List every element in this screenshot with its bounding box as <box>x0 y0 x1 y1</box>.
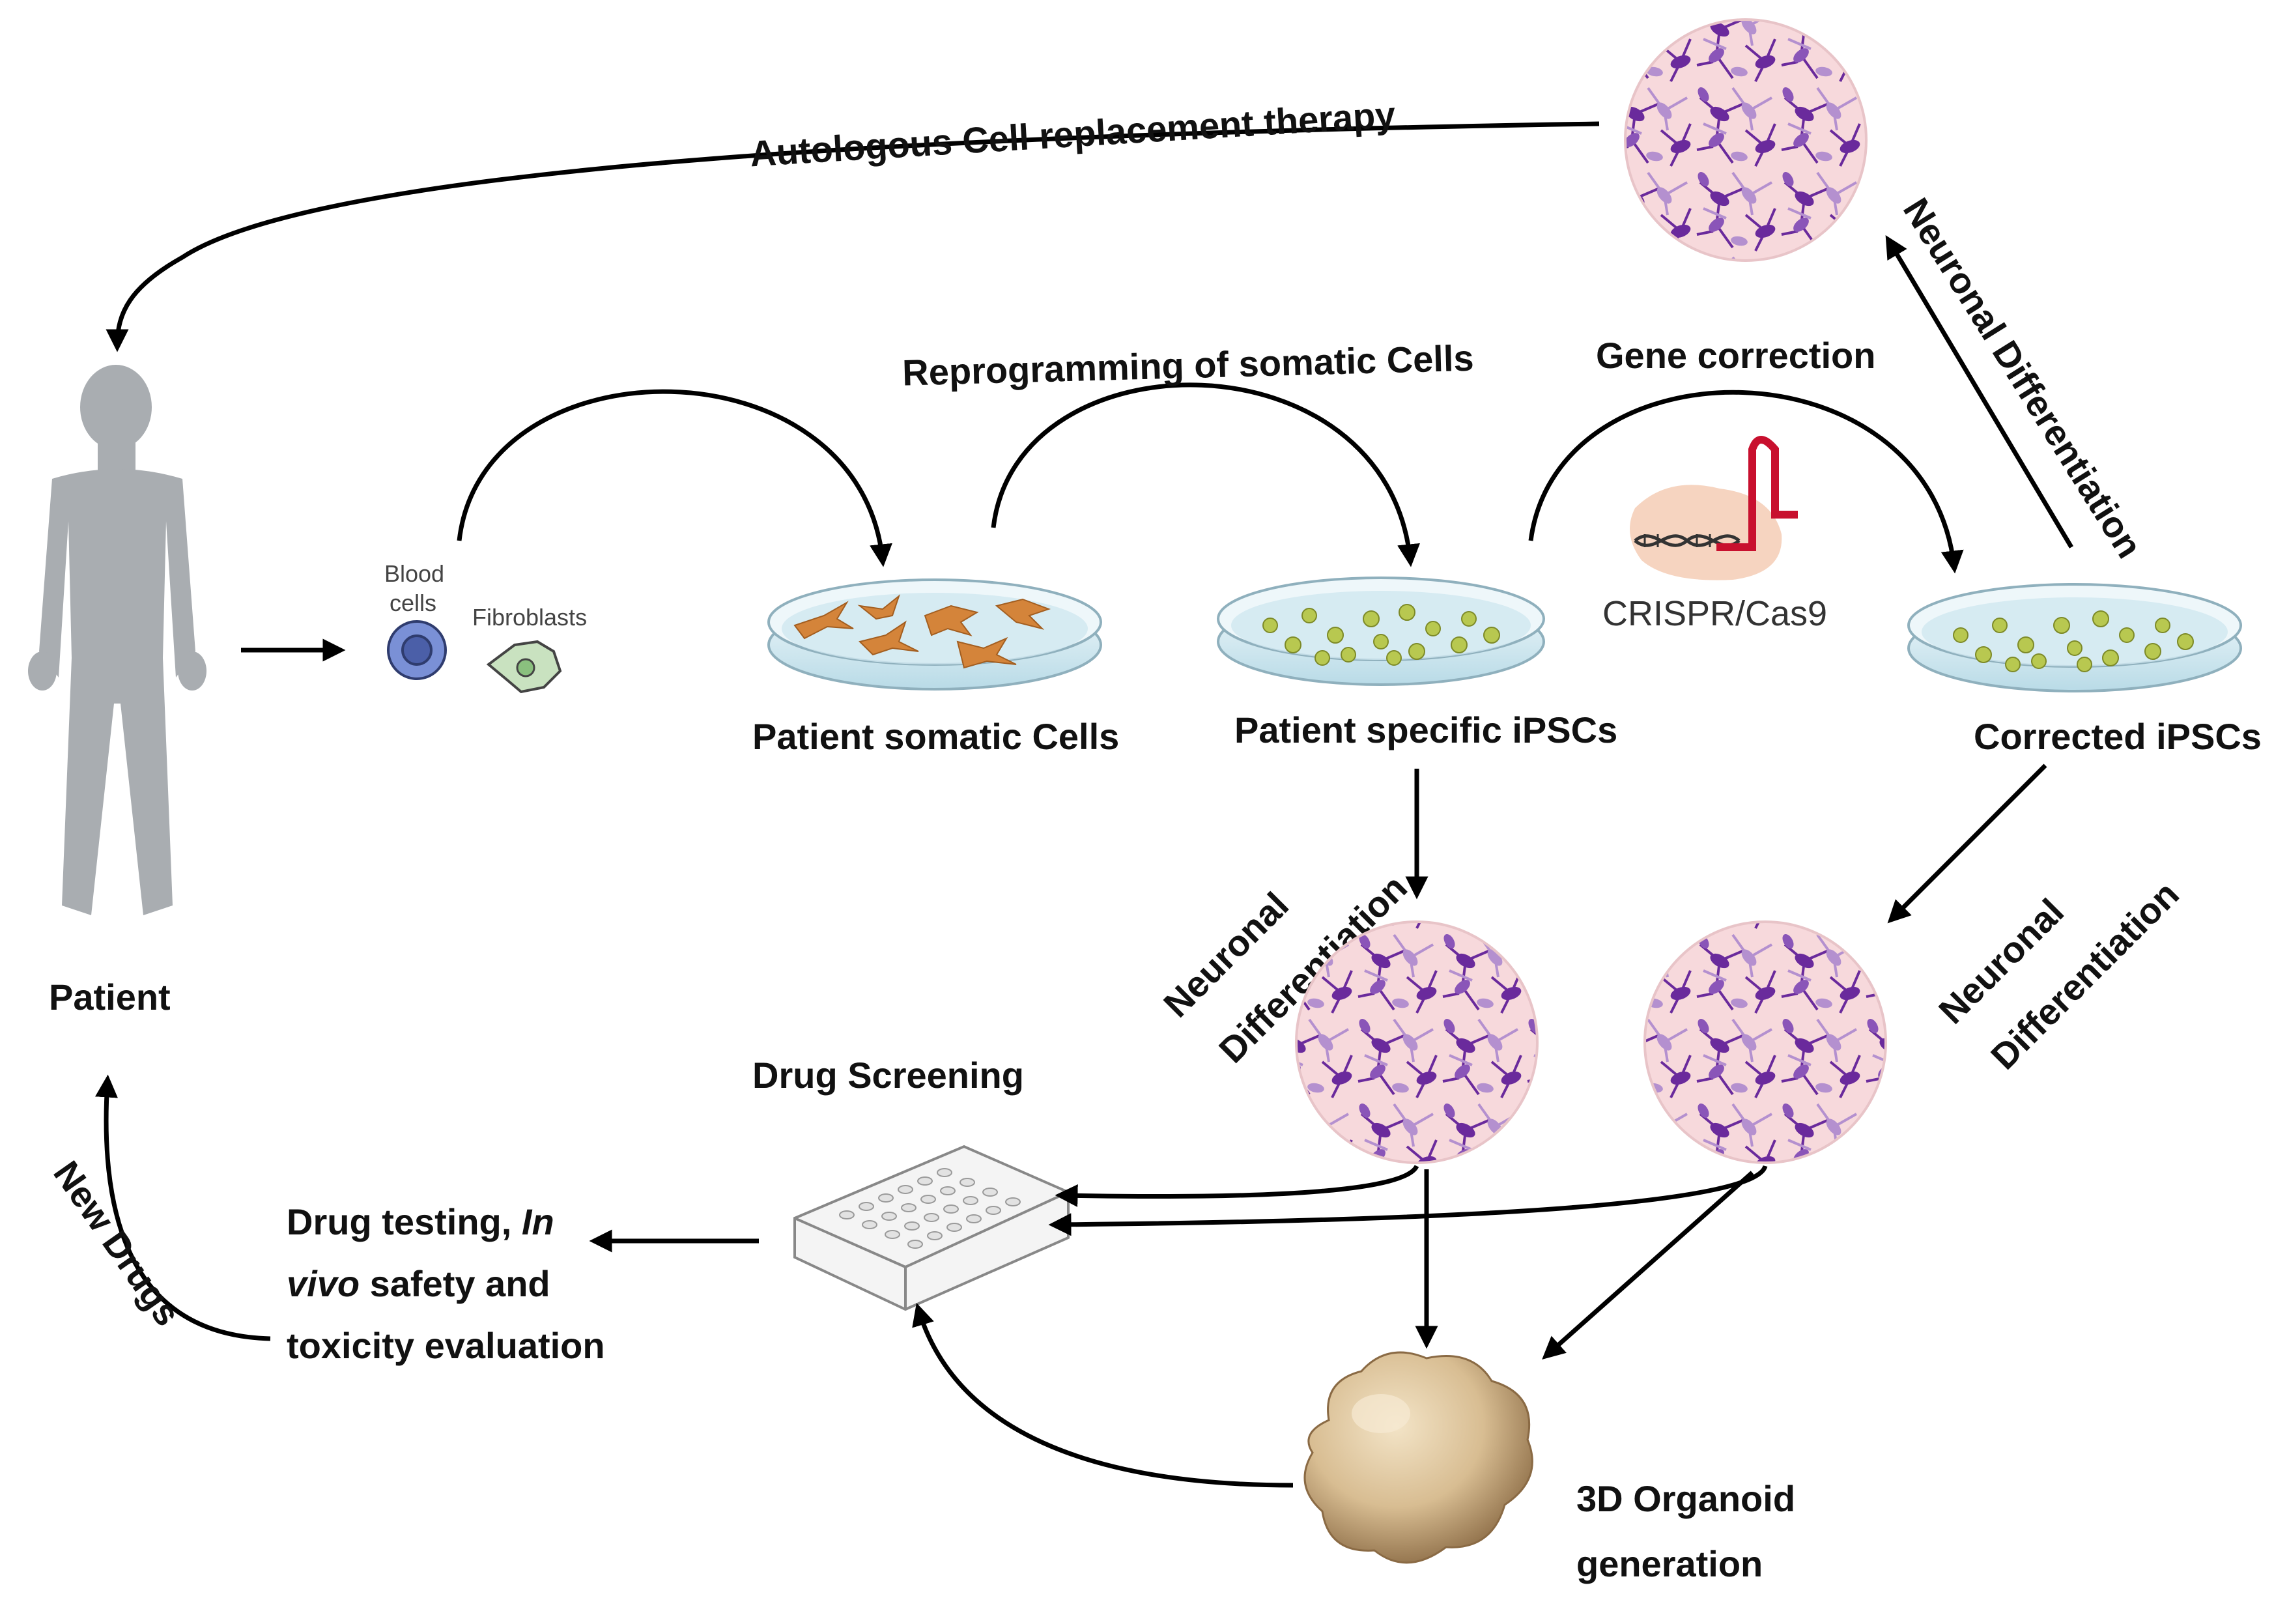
fibroblasts-label: Fibroblasts <box>472 604 587 631</box>
well-plate-icon <box>793 1145 1070 1311</box>
neuronal-diff-label-right: Neuronal Differentiation <box>1896 191 2150 565</box>
neuron-to-organoid-arrow-2 <box>1542 1171 1754 1360</box>
patient-somatic-label: Patient somatic Cells <box>752 716 1119 757</box>
neuron-to-plate-arrow-1 <box>1055 1165 1419 1207</box>
patient-label: Patient <box>49 976 171 1018</box>
blood-cells-label-1: Blood <box>384 560 444 587</box>
drug-testing-line-3: toxicity evaluation <box>287 1325 605 1366</box>
organoid-label-1: 3D Organoid <box>1576 1478 1795 1519</box>
blood-cell-icon <box>387 620 447 680</box>
patient-silhouette <box>28 365 206 915</box>
arc-arrow-3 <box>1528 390 1964 574</box>
crispr-label: CRISPR/Cas9 <box>1602 594 1827 633</box>
neuron-culture-patient <box>1295 920 1539 1164</box>
organoid-label-2: generation <box>1576 1543 1763 1584</box>
arc-arrow-1 <box>457 389 892 567</box>
reprogramming-label: Reprogramming of somatic Cells <box>902 337 1474 393</box>
organoid-icon <box>1303 1351 1533 1564</box>
drug-screening-label: Drug Screening <box>752 1055 1024 1096</box>
arc-arrow-2 <box>991 382 1420 567</box>
gene-correction-label: Gene correction <box>1596 335 1875 376</box>
organoid-to-plate-arrow <box>912 1302 1294 1488</box>
corrected-to-top-neuron-arrow <box>1885 235 2074 548</box>
autologous-therapy-arrow <box>106 121 1600 352</box>
fibroblast-icon <box>486 640 562 694</box>
drug-testing-line-1: Drug testing, In <box>287 1201 554 1242</box>
neuron-culture-corrected <box>1643 920 1887 1164</box>
new-drugs-arrow <box>95 1074 271 1341</box>
crispr-cas9-icon <box>1630 436 1798 580</box>
dish-corrected-ipscs <box>1907 583 2242 692</box>
new-drugs-label: New Drugs <box>46 1154 188 1333</box>
dish-patient-ipscs <box>1217 577 1545 686</box>
blood-cells-label-2: cells <box>390 590 436 616</box>
corrected-to-neuron-arrow <box>1887 763 2047 924</box>
corrected-ipsc-label: Corrected iPSCs <box>1974 716 2262 757</box>
autologous-label: Autologous Cell replacement therapy <box>748 94 1397 174</box>
patient-ipsc-label: Patient specific iPSCs <box>1234 709 1617 750</box>
drug-testing-line-2: vivo safety and <box>287 1263 550 1304</box>
dish-somatic-cells <box>767 578 1102 691</box>
neuron-culture-top <box>1624 18 1868 262</box>
